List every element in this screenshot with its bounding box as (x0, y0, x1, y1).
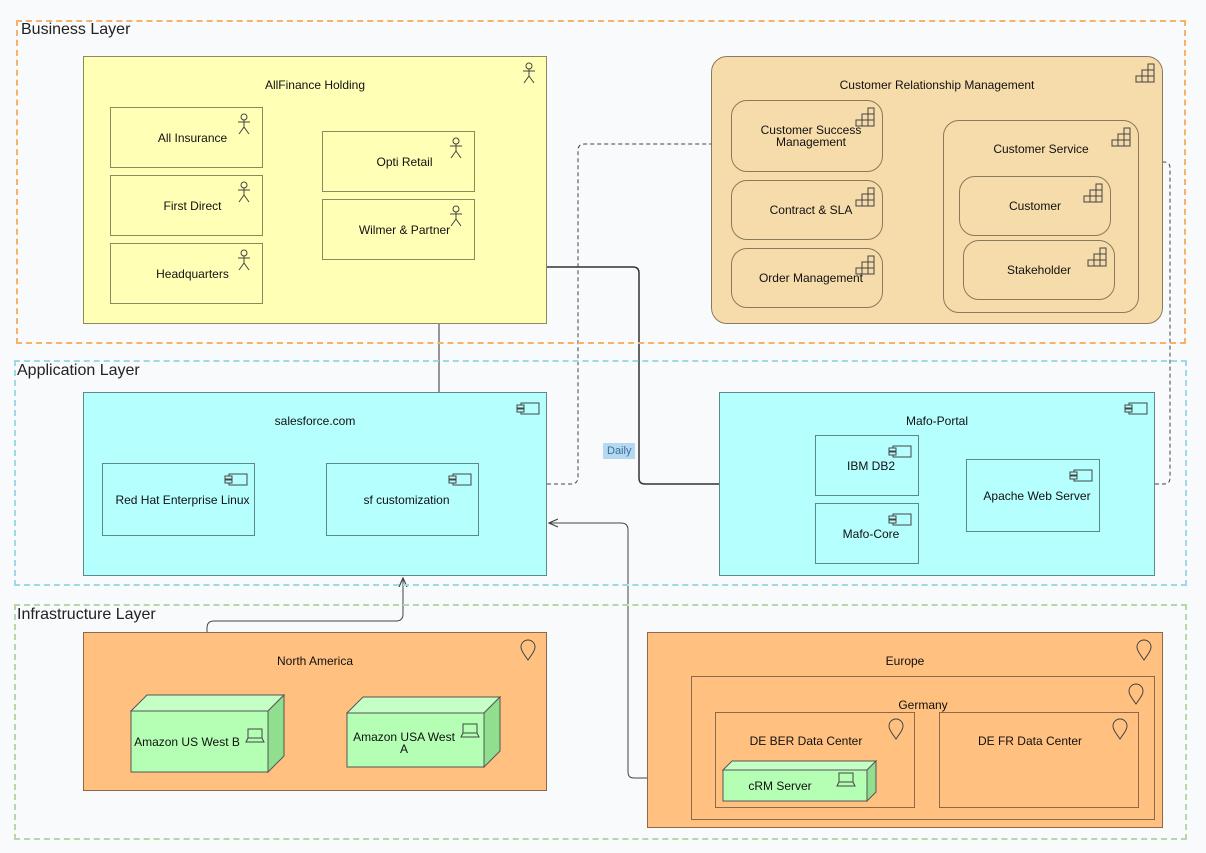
function-icon (855, 107, 875, 127)
function-icon (1111, 127, 1131, 147)
crm-customer-label: Customer (1008, 199, 1061, 213)
crm-order-management[interactable]: Order Management (731, 248, 883, 308)
component-icon (224, 473, 248, 486)
location-north-america-title: North America (276, 654, 354, 668)
app-sf-customization[interactable]: sf customization (326, 463, 479, 536)
component-icon (888, 445, 912, 458)
function-icon (1087, 247, 1107, 267)
function-icon (1083, 183, 1103, 203)
device-node-amazon-us-west-b[interactable] (130, 694, 285, 774)
business-layer (16, 20, 1186, 344)
connector-headquarters-mafo (264, 266, 719, 485)
crm-function-title: Customer Relationship Management (839, 78, 1035, 92)
app-apache-web-server[interactable]: Apache Web Server (966, 459, 1100, 532)
component-icon (516, 402, 540, 415)
device-icon (245, 728, 265, 743)
actor-wilmer-partner-label: Wilmer & Partner (358, 222, 451, 237)
component-icon (448, 473, 472, 486)
crm-customer-success[interactable]: Customer Success Management (731, 100, 883, 172)
actor-icon (238, 249, 250, 271)
function-icon (855, 255, 875, 275)
app-red-hat-linux-label: Red Hat Enterprise Linux (115, 492, 250, 507)
crm-order-management-label: Order Management (758, 271, 864, 285)
infrastructure-layer-title: Infrastructure Layer (17, 606, 156, 623)
business-layer-title: Business Layer (21, 21, 131, 38)
app-mafo-core-label: Mafo-Core (842, 526, 900, 541)
connector-crm-server-salesforce (549, 523, 723, 779)
node-amazon-us-west-b-label: Amazon US West B (134, 735, 240, 749)
crm-customer-service-title: Customer Service (993, 142, 1089, 156)
app-mafo-core[interactable]: Mafo-Core (815, 503, 919, 564)
application-layer-title: Application Layer (17, 362, 140, 379)
crm-contract-sla[interactable]: Contract & SLA (731, 180, 883, 240)
app-sf-customization-label: sf customization (363, 492, 450, 507)
actor-first-direct-label: First Direct (163, 198, 222, 213)
actor-opti-retail[interactable]: Opti Retail (322, 131, 475, 192)
actor-icon (450, 205, 462, 227)
actor-icon (523, 62, 535, 84)
node-crm-server-label: cRM Server (748, 779, 812, 793)
location-pin-icon (1128, 683, 1144, 705)
function-icon (855, 187, 875, 207)
actor-all-insurance[interactable]: All Insurance (110, 107, 263, 168)
device-node-amazon-usa-west-a[interactable] (346, 696, 501, 769)
location-de-ber-title: DE BER Data Center (749, 734, 863, 748)
allfinance-holding-title: AllFinance Holding (264, 78, 366, 92)
connector-salesforce-crm-daily (547, 140, 730, 485)
device-icon (460, 723, 480, 738)
component-icon (1124, 402, 1148, 415)
app-ibm-db2-label: IBM DB2 (846, 458, 895, 473)
flow-label-daily: Daily (603, 443, 636, 459)
app-apache-web-server-label: Apache Web Server (983, 488, 1091, 503)
device-icon (836, 772, 856, 787)
app-ibm-db2[interactable]: IBM DB2 (815, 435, 919, 496)
location-de-fr-data-center[interactable]: DE FR Data Center (939, 712, 1139, 808)
actor-headquarters[interactable]: Headquarters (110, 243, 263, 304)
crm-customer[interactable]: Customer (959, 176, 1111, 236)
infrastructure-layer (14, 604, 1187, 840)
actor-wilmer-partner[interactable]: Wilmer & Partner (322, 199, 475, 260)
crm-customer-success-label: Customer Success Management (760, 123, 862, 149)
crm-stakeholder[interactable]: Stakeholder (963, 240, 1115, 300)
crm-stakeholder-label: Stakeholder (1006, 263, 1072, 277)
function-icon (1135, 63, 1155, 83)
location-pin-icon (1136, 639, 1152, 661)
component-icon (1069, 469, 1093, 482)
crm-contract-sla-label: Contract & SLA (769, 203, 853, 217)
actor-icon (450, 137, 462, 159)
app-mafo-portal-title: Mafo-Portal (905, 414, 969, 428)
app-red-hat-linux[interactable]: Red Hat Enterprise Linux (102, 463, 255, 536)
actor-opti-retail-label: Opti Retail (376, 154, 433, 169)
connector-amazon-west-b-salesforce (206, 578, 403, 700)
actor-icon (238, 113, 250, 135)
location-germany-title: Germany (898, 698, 948, 712)
component-icon (888, 513, 912, 526)
location-pin-icon (1112, 718, 1128, 740)
device-node-crm-server[interactable] (722, 760, 877, 802)
location-de-fr-title: DE FR Data Center (977, 734, 1083, 748)
actor-headquarters-label: Headquarters (156, 266, 229, 281)
location-pin-icon (520, 639, 536, 661)
node-amazon-usa-west-a-label: Amazon USA West A (353, 730, 455, 756)
location-europe-title: Europe (885, 654, 925, 668)
actor-all-insurance-label: All Insurance (157, 130, 228, 145)
app-salesforce-title: salesforce.com (274, 414, 356, 428)
actor-icon (238, 181, 250, 203)
location-pin-icon (888, 718, 904, 740)
application-layer (14, 360, 1187, 586)
actor-first-direct[interactable]: First Direct (110, 175, 263, 236)
